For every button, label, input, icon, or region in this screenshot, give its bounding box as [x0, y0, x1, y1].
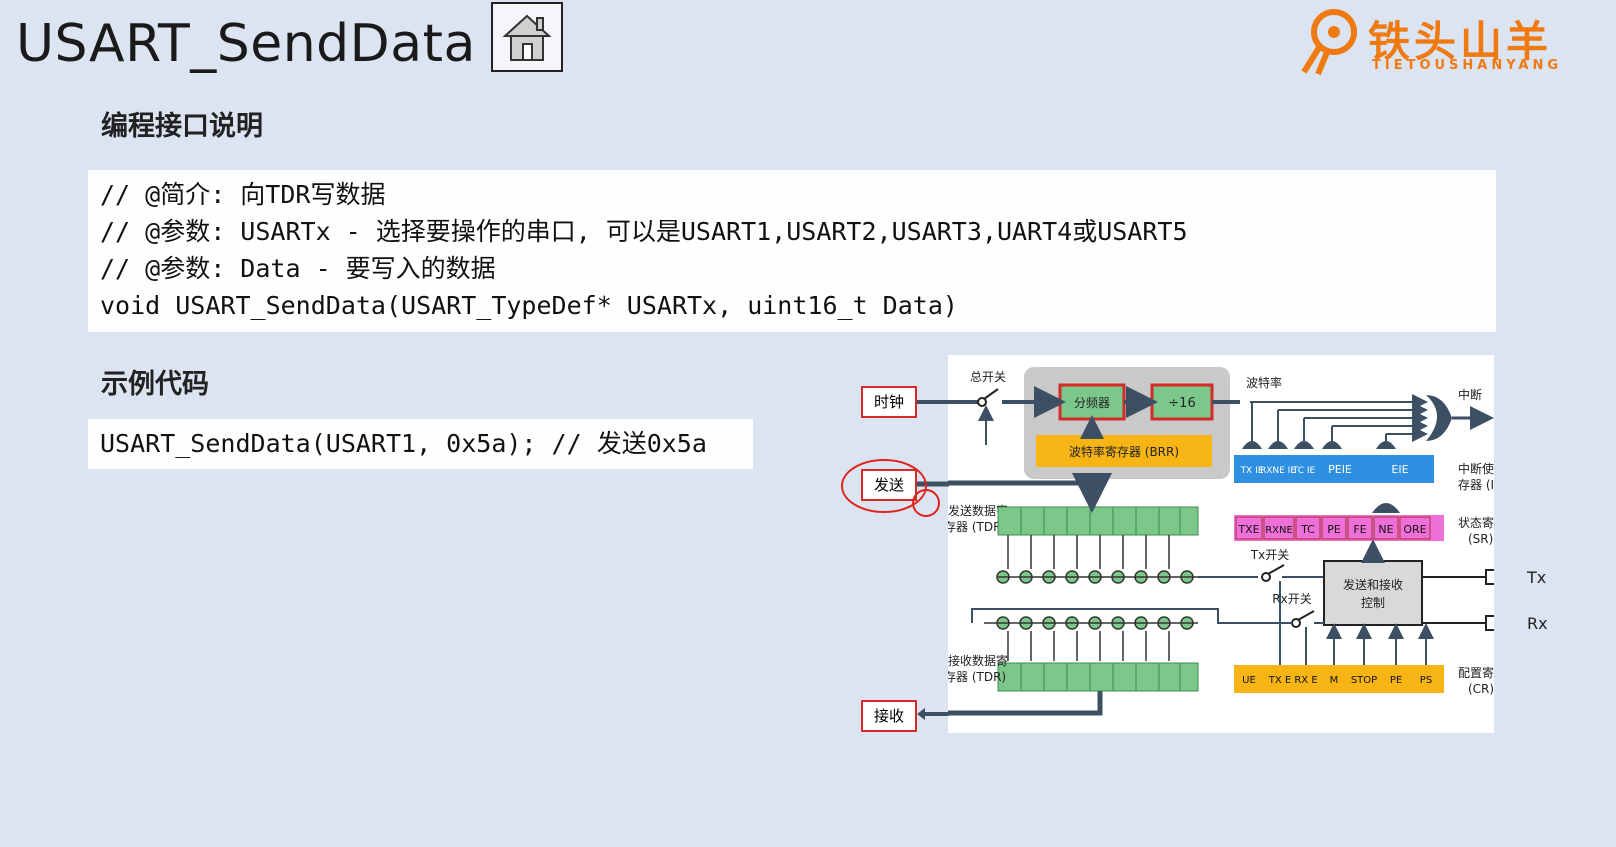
cr-bit-te: TX E [1268, 675, 1291, 686]
clock-label: 时钟 [861, 386, 917, 418]
rx-switch-label: Rx开关 [1272, 592, 1311, 606]
home-button[interactable] [491, 2, 563, 72]
ier-bit-eie: EIE [1391, 463, 1408, 476]
cr-label-1: 配置寄存器 [1458, 665, 1494, 680]
rdr-label-2: 存器 (TDR) [948, 670, 1006, 684]
control-label-1: 发送和接收 [1343, 577, 1403, 592]
sr-bit-tc: TC [1300, 523, 1315, 536]
example-section-title: 示例代码 [101, 369, 209, 400]
example-code-line: USART_SendData(USART1, 0x5a); // 发送0x5a [100, 429, 707, 458]
ier-label-1: 中断使能寄 [1458, 461, 1494, 476]
rdr-label-1: 接收数据寄 [948, 653, 1008, 668]
cr-bit-pe: PE [1390, 675, 1402, 686]
ier-bit-tcie: TC IE [1292, 466, 1316, 476]
sr-label-2: (SR) [1468, 532, 1493, 546]
ier-bit-txie: TX IE [1240, 466, 1264, 476]
sr-label-1: 状态寄存器 [1458, 515, 1494, 530]
logo-text: 铁头山羊 [1368, 17, 1553, 66]
usart-block-diagram: 分频器 ÷16 波特率寄存器 (BRR) 总开关 波特率 中断 [948, 355, 1494, 733]
master-switch-label: 总开关 [970, 370, 1006, 384]
receive-label: 接收 [861, 700, 917, 732]
cr-bit-ue: UE [1242, 675, 1256, 686]
external-connectors [917, 400, 949, 720]
send-label: 发送 [861, 469, 917, 501]
goat-logo-icon [1301, 9, 1357, 76]
rx-pin-label: Rx [1527, 614, 1548, 633]
sr-bit-ore: ORE [1403, 523, 1426, 536]
ier-register [1234, 455, 1434, 483]
cr-bit-re: RX E [1294, 675, 1317, 686]
cr-bit-ps: PS [1420, 675, 1432, 686]
brr-label: 波特率寄存器 (BRR) [1069, 444, 1179, 459]
tx-switch-label: Tx开关 [1250, 548, 1289, 562]
tx-pin-label: Tx [1527, 568, 1547, 587]
cr-bit-stop: STOP [1351, 675, 1377, 686]
rdr-register [997, 662, 1199, 692]
page-title: USART_SendData [16, 14, 476, 74]
tdr-register [997, 506, 1199, 536]
tx-rx-control-block [1323, 560, 1423, 626]
cr-label-2: (CR) [1468, 682, 1494, 696]
ier-bit-rxneie: RXNE IE [1260, 466, 1296, 476]
tdr-label-2: 存器 (TDR) [948, 520, 1006, 534]
api-section-title: 编程接口说明 [101, 111, 263, 142]
code-line-brief: // @简介: 向TDR写数据 [100, 180, 386, 209]
brr-register [1036, 435, 1212, 467]
logo-subtext: TIETOUSHANYANG [1372, 58, 1563, 73]
cr-bit-m: M [1330, 675, 1339, 686]
annotation-circles [841, 459, 940, 517]
divider-label: 分频器 [1074, 396, 1110, 410]
interrupt-label: 中断 [1458, 387, 1482, 402]
div16-label: ÷16 [1168, 396, 1195, 411]
brand-logo: 铁头山羊 TIETOUSHANYANG [1300, 6, 1600, 78]
home-icon [502, 14, 552, 61]
code-line-param-data: // @参数: Data - 要写入的数据 [100, 254, 496, 283]
sr-bit-fe: FE [1353, 523, 1366, 536]
sr-bit-txe: TXE [1237, 523, 1259, 536]
api-code-box: // @简介: 向TDR写数据 // @参数: USARTx - 选择要操作的串… [88, 170, 1496, 332]
tdr-label-1: 发送数据寄 [948, 503, 1008, 518]
cr-register [1234, 665, 1444, 693]
ier-label-2: 存器 (IER) [1458, 478, 1494, 492]
code-line-signature: void USART_SendData(USART_TypeDef* USART… [100, 291, 958, 320]
or-gate [1426, 395, 1452, 441]
tx-switch [1261, 572, 1271, 582]
code-line-param-usartx: // @参数: USARTx - 选择要操作的串口, 可以是USART1,USA… [100, 217, 1188, 246]
sr-bit-rxne: RXNE [1265, 525, 1293, 536]
ier-bit-peie: PEIE [1328, 463, 1352, 476]
control-label-2: 控制 [1361, 596, 1385, 610]
sr-bit-pe: PE [1327, 523, 1341, 536]
sr-bit-ne: NE [1378, 523, 1393, 536]
example-code-box: USART_SendData(USART1, 0x5a); // 发送0x5a [88, 419, 753, 469]
baud-label: 波特率 [1246, 375, 1282, 390]
